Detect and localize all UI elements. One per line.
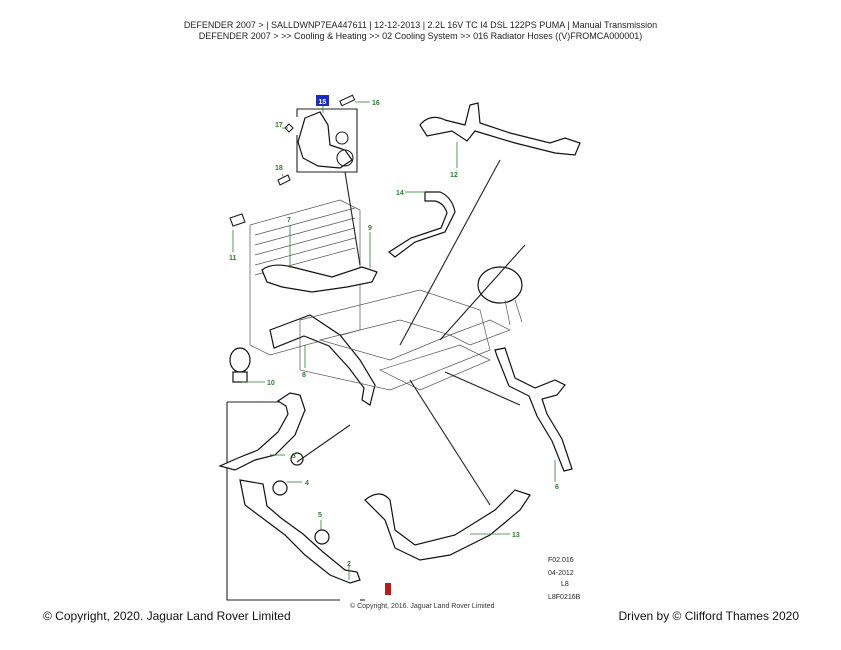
callout-18: 18 — [275, 165, 283, 172]
hose-13 — [364, 489, 531, 561]
callout-8: 8 — [302, 372, 306, 379]
callout-14: 14 — [396, 190, 404, 197]
callout-4: 4 — [305, 480, 309, 487]
callout-13: 13 — [512, 532, 520, 539]
callout-12: 12 — [450, 172, 458, 179]
ref-illustration-id: L8F0216B — [548, 594, 581, 601]
hose-6 — [494, 347, 573, 472]
callout-10: 10 — [267, 380, 275, 387]
radiator — [249, 199, 361, 356]
callout-leaders — [232, 101, 556, 580]
callout-15-highlight[interactable] — [316, 95, 329, 106]
hose-8 — [269, 314, 376, 406]
callout-3: 3 — [292, 453, 296, 460]
callout-6: 6 — [555, 484, 559, 491]
thermostat-housing-group — [277, 94, 358, 186]
header-line-1: DEFENDER 2007 > | SALLDWNP7EA447611 | 12… — [183, 20, 658, 30]
callout-labels: 15 16 17 18 12 14 7 9 11 10 8 3 4 5 2 6 … — [229, 99, 559, 568]
ref-code: F02.016 — [548, 557, 574, 564]
hose-12 — [419, 102, 581, 156]
footer-copyright: © Copyright, 2020. Jaguar Land Rover Lim… — [43, 609, 291, 623]
ref-level: L8 — [561, 581, 569, 588]
callout-15: 15 — [319, 99, 327, 106]
header-line-2: DEFENDER 2007 > >> Cooling & Heating >> … — [198, 31, 643, 41]
callout-2: 2 — [347, 561, 351, 568]
hose-detail-box — [218, 392, 365, 601]
inner-copyright: © Copyright, 2016. Jaguar Land Rover Lim… — [350, 603, 495, 610]
callout-9: 9 — [368, 225, 372, 232]
engine-assembly — [299, 289, 511, 391]
footer-credit: Driven by © Clifford Thames 2020 — [618, 609, 799, 623]
callout-16: 16 — [372, 100, 380, 107]
callout-11: 11 — [229, 255, 237, 262]
callout-7: 7 — [287, 217, 291, 224]
hose-7 — [261, 264, 378, 293]
sensor-11 — [229, 213, 246, 227]
ref-date: 04-2012 — [548, 570, 574, 577]
expansion-tank — [477, 266, 523, 326]
red-marker[interactable] — [385, 583, 391, 595]
callout-5: 5 — [318, 512, 322, 519]
pump-10 — [229, 347, 251, 383]
callout-17: 17 — [275, 122, 283, 129]
detail-leaders — [296, 159, 526, 506]
hose-14 — [387, 191, 456, 258]
